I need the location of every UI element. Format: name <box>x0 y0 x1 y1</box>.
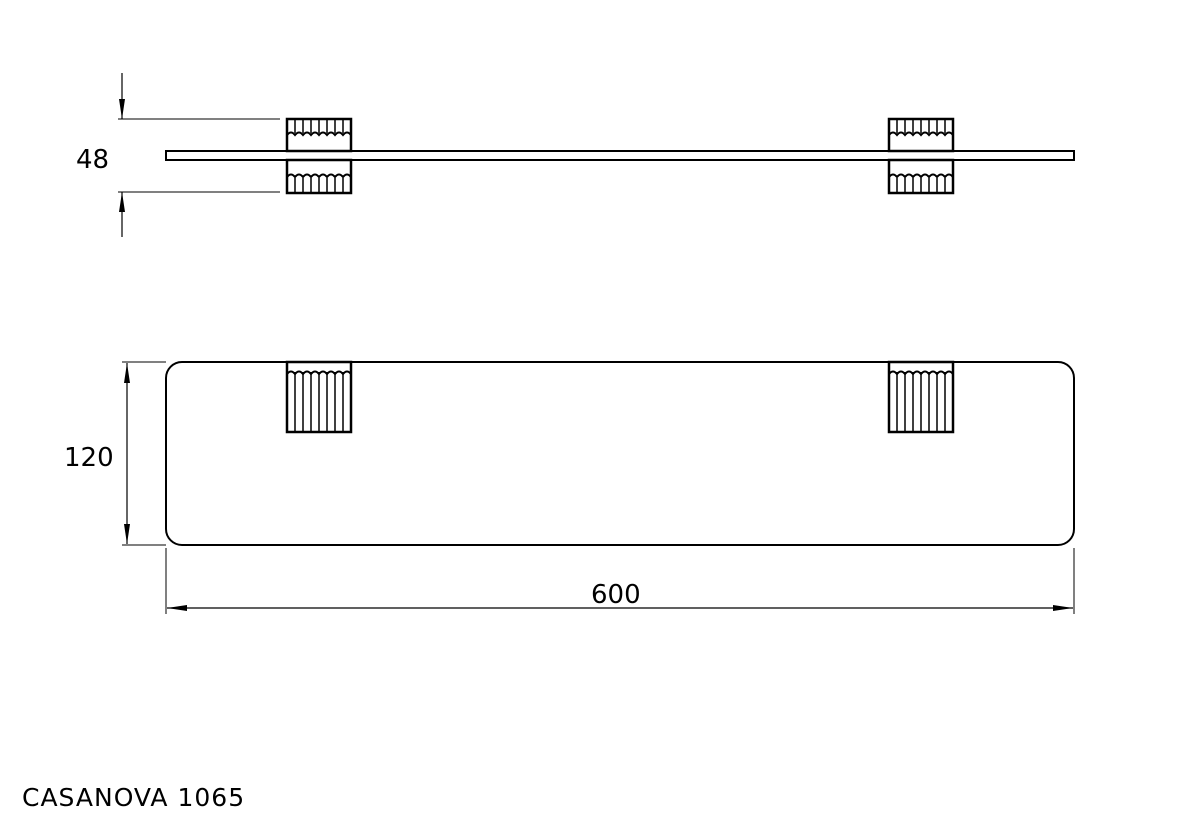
top-bracket <box>285 360 353 434</box>
glass-shelf-top <box>165 361 1075 546</box>
top-view <box>122 360 1075 614</box>
side-bracket <box>285 117 353 195</box>
bracket-wave <box>286 131 352 137</box>
bracket-wave <box>888 173 954 179</box>
side-bracket <box>887 117 955 195</box>
dimension-label-width: 600 <box>591 580 641 610</box>
top-brackets <box>285 360 955 434</box>
side-view <box>118 73 1075 237</box>
drawing-title: CASANOVA 1065 <box>22 783 245 812</box>
bracket-wave <box>888 131 954 137</box>
glass-shelf-side <box>165 150 1075 161</box>
side-brackets <box>285 117 955 195</box>
dimension-label-depth: 120 <box>64 443 114 473</box>
dimension-label-height: 48 <box>76 145 109 175</box>
bracket-wave <box>286 173 352 179</box>
top-bracket <box>887 360 955 434</box>
